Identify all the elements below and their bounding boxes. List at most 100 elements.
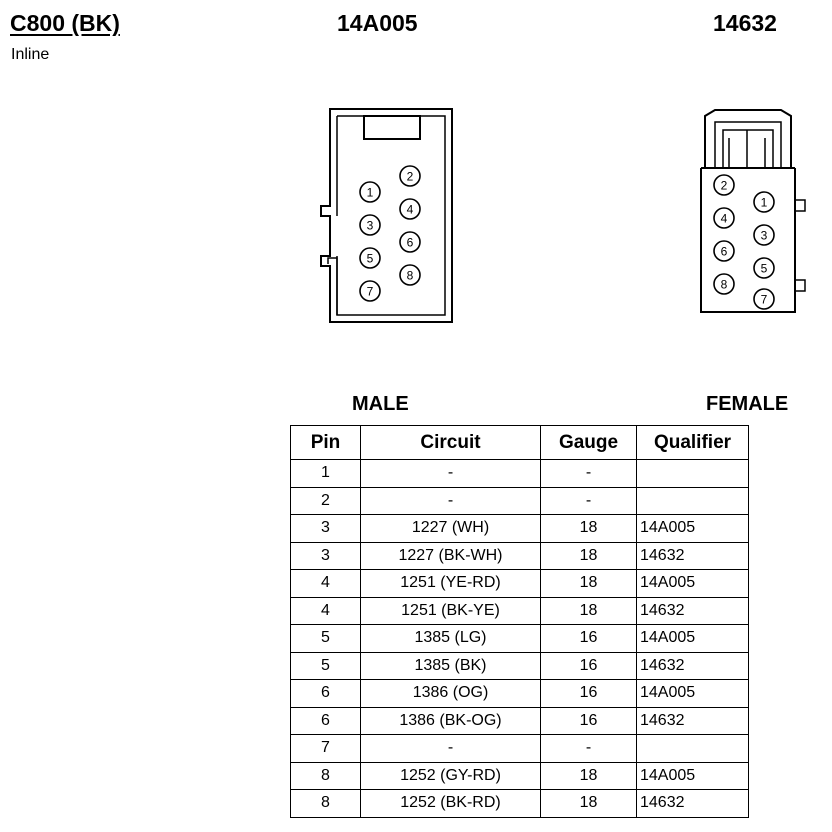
qualifier-cell: 14632 — [636, 651, 749, 680]
circuit-cell: - — [360, 734, 541, 763]
male-pin-7: 7 — [359, 280, 381, 302]
qualifier-cell — [636, 734, 749, 763]
gauge-cell: 18 — [540, 569, 637, 598]
female-pin-label: 6 — [721, 245, 728, 259]
qualifier-cell: 14632 — [636, 596, 749, 625]
qualifier-cell: 14A005 — [636, 514, 749, 543]
qualifier-cell — [636, 459, 749, 488]
qualifier-cell: 14A005 — [636, 761, 749, 790]
pin-cell: 3 — [290, 541, 361, 570]
female-pin-7: 7 — [753, 288, 775, 310]
circuit-cell: 1385 (BK) — [360, 651, 541, 680]
connector-id: C800 (BK) — [10, 10, 120, 36]
qualifier-cell — [636, 486, 749, 515]
male-pin-label: 1 — [367, 186, 374, 200]
table-header-row: Pin Circuit Gauge Qualifier — [290, 425, 749, 460]
female-pin-label: 1 — [761, 196, 768, 210]
female-pin-5: 5 — [753, 257, 775, 279]
circuit-cell: - — [360, 486, 541, 515]
qualifier-cell: 14632 — [636, 789, 749, 818]
circuit-cell: 1252 (BK-RD) — [360, 789, 541, 818]
female-pin-label: 5 — [761, 262, 768, 276]
male-pin-5: 5 — [359, 247, 381, 269]
male-pin-label: 6 — [407, 236, 414, 250]
qualifier-cell: 14A005 — [636, 569, 749, 598]
gauge-cell: 18 — [540, 789, 637, 818]
table-row: 7-- — [290, 734, 749, 763]
male-key-slot — [363, 115, 421, 140]
circuit-cell: 1385 (LG) — [360, 624, 541, 653]
male-pin-label: 8 — [407, 269, 414, 283]
male-connector-diagram: 1 2 3 4 5 6 7 8 — [320, 108, 453, 323]
female-part-number: 14632 — [713, 10, 777, 36]
circuit-cell: 1227 (WH) — [360, 514, 541, 543]
connector-type: Inline — [11, 46, 50, 63]
gauge-cell: 16 — [540, 624, 637, 653]
header-qualifier: Qualifier — [636, 425, 749, 460]
female-pin-label: 8 — [721, 278, 728, 292]
female-pin-label: 2 — [721, 179, 728, 193]
gauge-cell: - — [540, 486, 637, 515]
pin-cell: 4 — [290, 596, 361, 625]
female-pin-label: 7 — [761, 293, 768, 307]
female-connector-diagram: 1 2 3 4 5 6 7 8 — [700, 109, 806, 313]
male-pin-label: 5 — [367, 252, 374, 266]
female-pin-4: 4 — [713, 207, 735, 229]
gauge-cell: 18 — [540, 761, 637, 790]
circuit-cell: 1251 (BK-YE) — [360, 596, 541, 625]
female-pin-3: 3 — [753, 224, 775, 246]
gauge-cell: 18 — [540, 514, 637, 543]
circuit-cell: 1227 (BK-WH) — [360, 541, 541, 570]
male-pin-4: 4 — [399, 198, 421, 220]
circuit-cell: 1251 (YE-RD) — [360, 569, 541, 598]
female-pin-1: 1 — [753, 191, 775, 213]
female-pin-6: 6 — [713, 240, 735, 262]
qualifier-cell: 14A005 — [636, 624, 749, 653]
pin-cell: 1 — [290, 459, 361, 488]
header-gauge: Gauge — [540, 425, 637, 460]
qualifier-cell: 14A005 — [636, 679, 749, 708]
gauge-cell: 16 — [540, 706, 637, 735]
header-pin: Pin — [290, 425, 361, 460]
pin-cell: 8 — [290, 761, 361, 790]
circuit-cell: 1386 (OG) — [360, 679, 541, 708]
male-pin-8: 8 — [399, 264, 421, 286]
gauge-cell: - — [540, 459, 637, 488]
table-row: 2-- — [290, 486, 749, 515]
male-view-label: MALE — [352, 393, 409, 415]
female-pin-label: 3 — [761, 229, 768, 243]
female-view-label: FEMALE — [706, 393, 789, 415]
female-pin-2: 2 — [713, 174, 735, 196]
gauge-cell: - — [540, 734, 637, 763]
female-pin-8: 8 — [713, 273, 735, 295]
pin-cell: 7 — [290, 734, 361, 763]
pin-cell: 6 — [290, 679, 361, 708]
male-pin-3: 3 — [359, 214, 381, 236]
male-pin-label: 2 — [407, 170, 414, 184]
circuit-cell: 1386 (BK-OG) — [360, 706, 541, 735]
pin-cell: 5 — [290, 651, 361, 680]
male-pin-1: 1 — [359, 181, 381, 203]
pin-cell: 6 — [290, 706, 361, 735]
male-part-number: 14A005 — [337, 10, 418, 36]
female-pin-label: 4 — [721, 212, 728, 226]
male-pin-label: 7 — [367, 285, 374, 299]
male-pin-2: 2 — [399, 165, 421, 187]
pin-cell: 4 — [290, 569, 361, 598]
circuit-cell: - — [360, 459, 541, 488]
header-circuit: Circuit — [360, 425, 541, 460]
male-pin-label: 3 — [367, 219, 374, 233]
gauge-cell: 16 — [540, 679, 637, 708]
gauge-cell: 18 — [540, 596, 637, 625]
qualifier-cell: 14632 — [636, 706, 749, 735]
